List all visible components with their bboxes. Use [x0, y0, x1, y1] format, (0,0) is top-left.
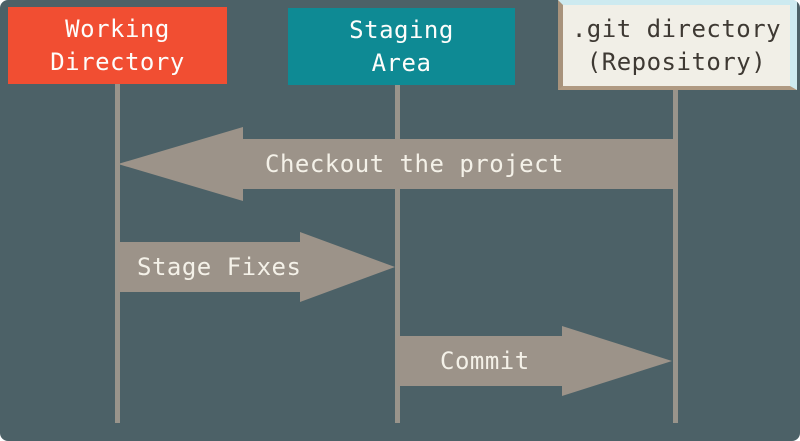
checkout-arrow-label: Checkout the project: [265, 150, 564, 178]
commit-arrow: [397, 326, 672, 396]
staging-area-label-line1: Staging: [349, 15, 454, 44]
git-directory-label-line1: .git directory: [571, 14, 782, 43]
arrow-left-icon: [118, 127, 243, 201]
working-directory-lifeline: [115, 84, 120, 423]
commit-arrow-label: Commit: [440, 347, 530, 375]
stage-fixes-arrow-body: [118, 242, 303, 292]
working-directory-label-line2: Directory: [50, 47, 185, 76]
commit-arrow-body: [397, 336, 565, 386]
working-directory-label-line1: Working: [65, 14, 170, 43]
git-directory-lifeline: [673, 90, 678, 423]
arrow-right-icon: [562, 326, 672, 396]
arrow-right-icon: [300, 232, 395, 302]
staging-area-box: Staging Area: [288, 8, 515, 85]
git-directory-label-line2: (Repository): [586, 47, 767, 76]
stage-fixes-arrow-label: Stage Fixes: [137, 253, 302, 281]
git-directory-box: .git directory (Repository): [558, 0, 797, 90]
stage-fixes-arrow: [118, 232, 395, 302]
staging-area-label-line2: Area: [371, 48, 432, 77]
staging-area-lifeline: [395, 85, 400, 423]
checkout-arrow-body: [238, 139, 678, 189]
working-directory-box: Working Directory: [8, 7, 227, 84]
checkout-arrow: [118, 127, 678, 201]
